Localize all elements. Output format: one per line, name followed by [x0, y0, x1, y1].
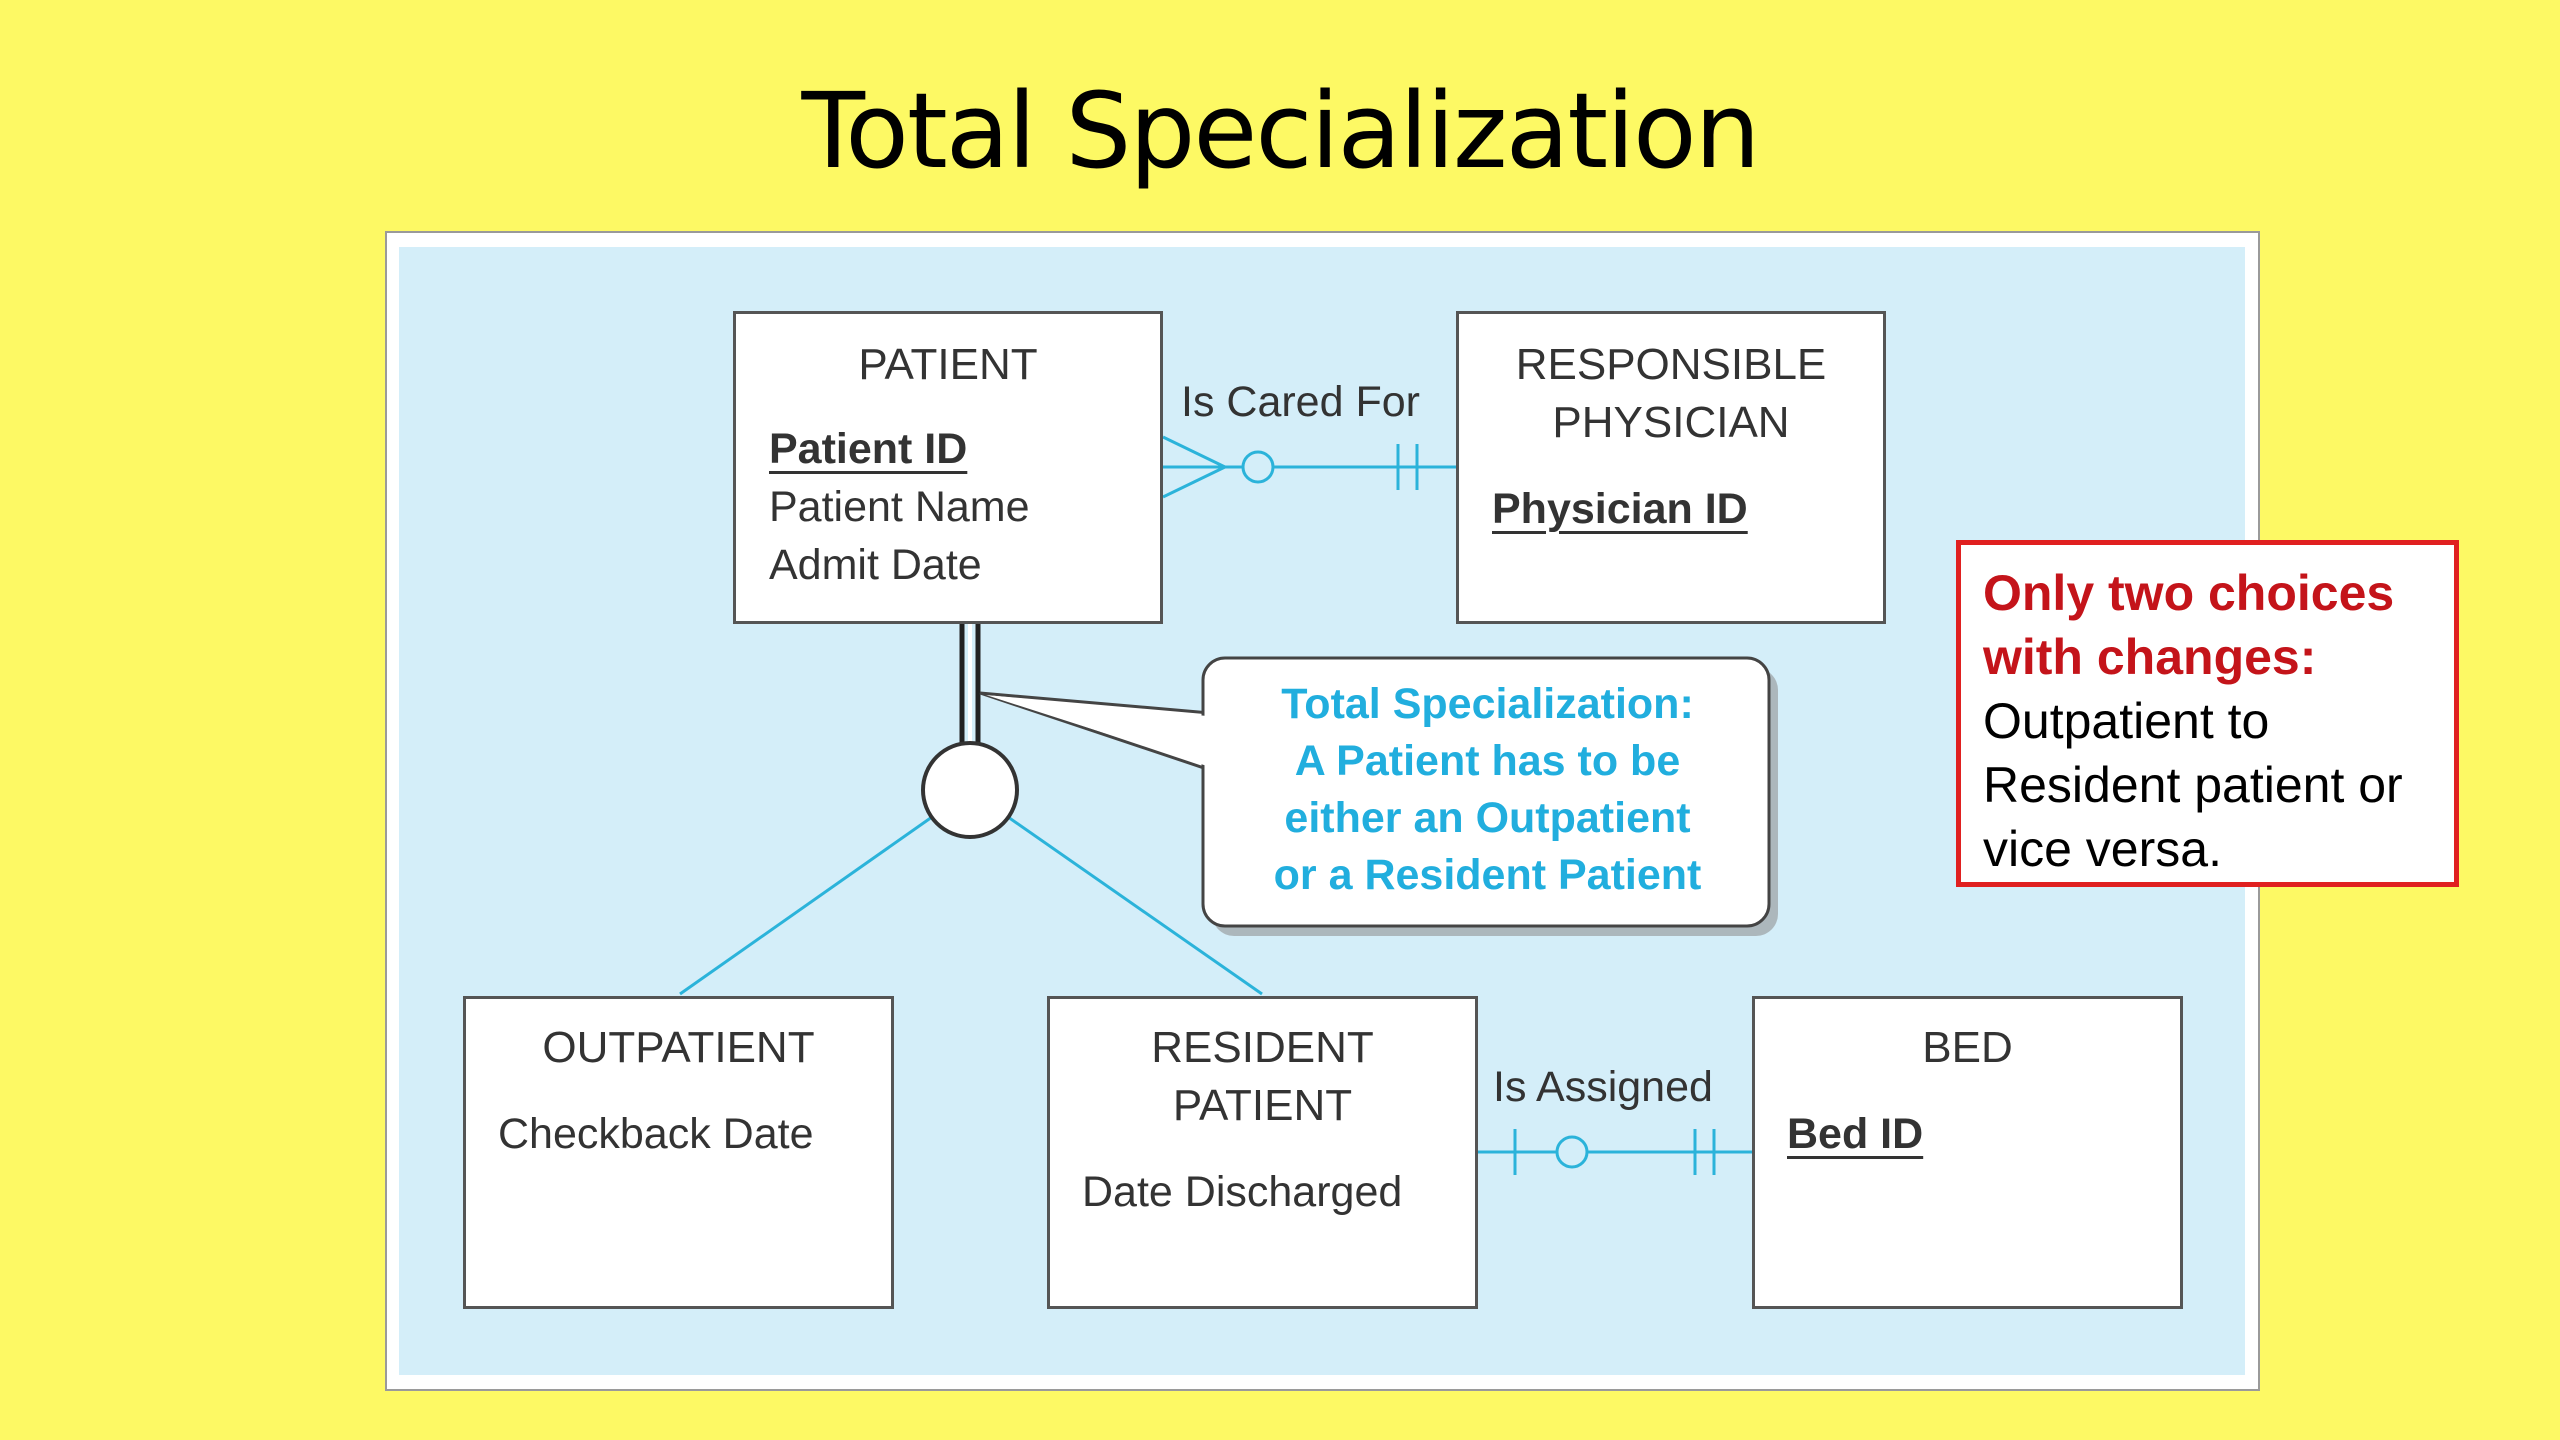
patient-entity: PATIENT Patient ID Patient Name Admit Da…: [733, 311, 1163, 624]
resident-patient-entity: RESIDENT PATIENT Date Discharged: [1047, 996, 1478, 1309]
entity-name: RESPONSIBLE: [1515, 340, 1827, 389]
note-highlight: with changes:: [1983, 629, 2317, 685]
callout-bubble: [979, 656, 1778, 936]
is-assigned-connector: [1478, 1129, 1752, 1175]
physician-entity: RESPONSIBLE PHYSICIAN Physician ID: [1456, 311, 1886, 624]
callout-line: or a Resident Patient: [1273, 851, 1702, 899]
entity-name: PHYSICIAN: [1552, 398, 1790, 447]
attribute: Checkback Date: [498, 1110, 814, 1158]
relationship-label-is-cared-for: Is Cared For: [1181, 378, 1420, 426]
attribute: Patient Name: [769, 483, 1030, 531]
entity-name: PATIENT: [1172, 1081, 1353, 1130]
note-body: vice versa.: [1983, 821, 2222, 877]
is-cared-for-connector: [1162, 435, 1456, 499]
note-highlight: Only two choices: [1983, 565, 2395, 621]
slide-title: Total Specialization: [801, 70, 1760, 192]
attribute-key: Bed ID: [1787, 1110, 1924, 1158]
bed-entity: BED Bed ID: [1752, 996, 2183, 1309]
attribute-key: Physician ID: [1492, 485, 1748, 533]
callout-line: either an Outpatient: [1284, 794, 1691, 842]
note-body: Outpatient to: [1983, 693, 2270, 749]
note-box: Only two choices with changes: Outpatien…: [1956, 540, 2459, 887]
entity-name: RESIDENT: [1151, 1023, 1374, 1072]
entity-name: PATIENT: [858, 340, 1038, 389]
entity-name: OUTPATIENT: [542, 1023, 815, 1072]
entity-name: BED: [1922, 1023, 2013, 1072]
attribute: Date Discharged: [1082, 1168, 1403, 1216]
outpatient-entity: OUTPATIENT Checkback Date: [463, 996, 894, 1309]
callout-text: Total Specialization: A Patient has to b…: [1205, 676, 1770, 904]
relationship-label-is-assigned: Is Assigned: [1493, 1063, 1713, 1111]
attribute-key: Patient ID: [769, 425, 968, 473]
attribute: Admit Date: [769, 541, 982, 589]
specialization-circle: [921, 741, 1019, 839]
callout-line: A Patient has to be: [1294, 737, 1681, 785]
specialization-connector: [679, 624, 1263, 996]
callout-line: Total Specialization:: [1281, 680, 1694, 728]
note-body: Resident patient or: [1983, 757, 2403, 813]
